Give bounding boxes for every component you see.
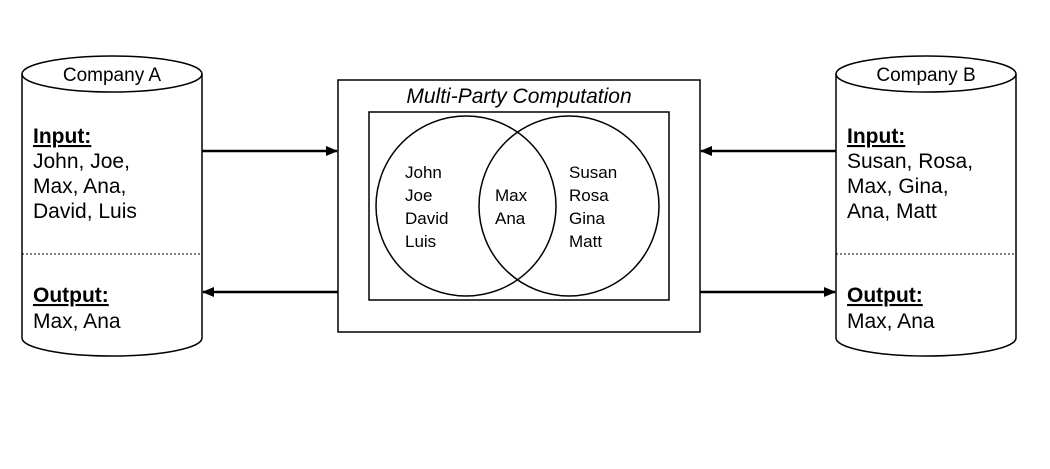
company-b-cylinder-top bbox=[835, 55, 1017, 93]
mpc-box: Multi-Party Computation John Joe David L… bbox=[337, 79, 701, 333]
company-b-output-line: Max, Ana bbox=[847, 310, 935, 333]
company-b-input-line: Ana, Matt bbox=[847, 200, 937, 223]
company-b-database: Company B Input: Susan, Rosa, Max, Gina,… bbox=[835, 55, 1017, 357]
mpc-title: Multi-Party Computation bbox=[406, 85, 631, 108]
venn-left-item: Joe bbox=[405, 186, 432, 205]
company-a-database: Company A Input: John, Joe, Max, Ana, Da… bbox=[21, 55, 203, 357]
venn-circle-company-a bbox=[375, 115, 557, 297]
venn-intersection-item: Ana bbox=[495, 209, 526, 228]
company-a-output-label: Output: bbox=[33, 284, 109, 307]
venn-intersection-item: Max bbox=[495, 186, 528, 205]
venn-right-item: Susan bbox=[569, 163, 617, 182]
company-b-input-line: Susan, Rosa, bbox=[847, 150, 973, 173]
mpc-inner-frame bbox=[368, 111, 670, 301]
company-a-input-line: David, Luis bbox=[33, 200, 137, 223]
company-a-cylinder-top bbox=[21, 55, 203, 93]
company-a-title: Company A bbox=[63, 65, 162, 86]
company-b-title: Company B bbox=[876, 65, 975, 86]
company-a-cylinder-body bbox=[21, 74, 203, 357]
company-b-input-label: Input: bbox=[847, 125, 905, 148]
venn-circle-company-b bbox=[478, 115, 660, 297]
venn-right-item: Matt bbox=[569, 232, 602, 251]
company-a-input-line: Max, Ana, bbox=[33, 175, 126, 198]
mpc-outer-frame bbox=[337, 79, 701, 333]
venn-right-item: Gina bbox=[569, 209, 605, 228]
venn-left-item: John bbox=[405, 163, 442, 182]
company-b-input-line: Max, Gina, bbox=[847, 175, 949, 198]
venn-left-item: Luis bbox=[405, 232, 436, 251]
venn-right-item: Rosa bbox=[569, 186, 609, 205]
company-a-input-label: Input: bbox=[33, 125, 91, 148]
company-b-output-label: Output: bbox=[847, 284, 923, 307]
venn-left-item: David bbox=[405, 209, 448, 228]
company-a-input-line: John, Joe, bbox=[33, 150, 130, 173]
company-a-output-line: Max, Ana bbox=[33, 310, 121, 333]
company-b-cylinder-body bbox=[835, 74, 1017, 357]
